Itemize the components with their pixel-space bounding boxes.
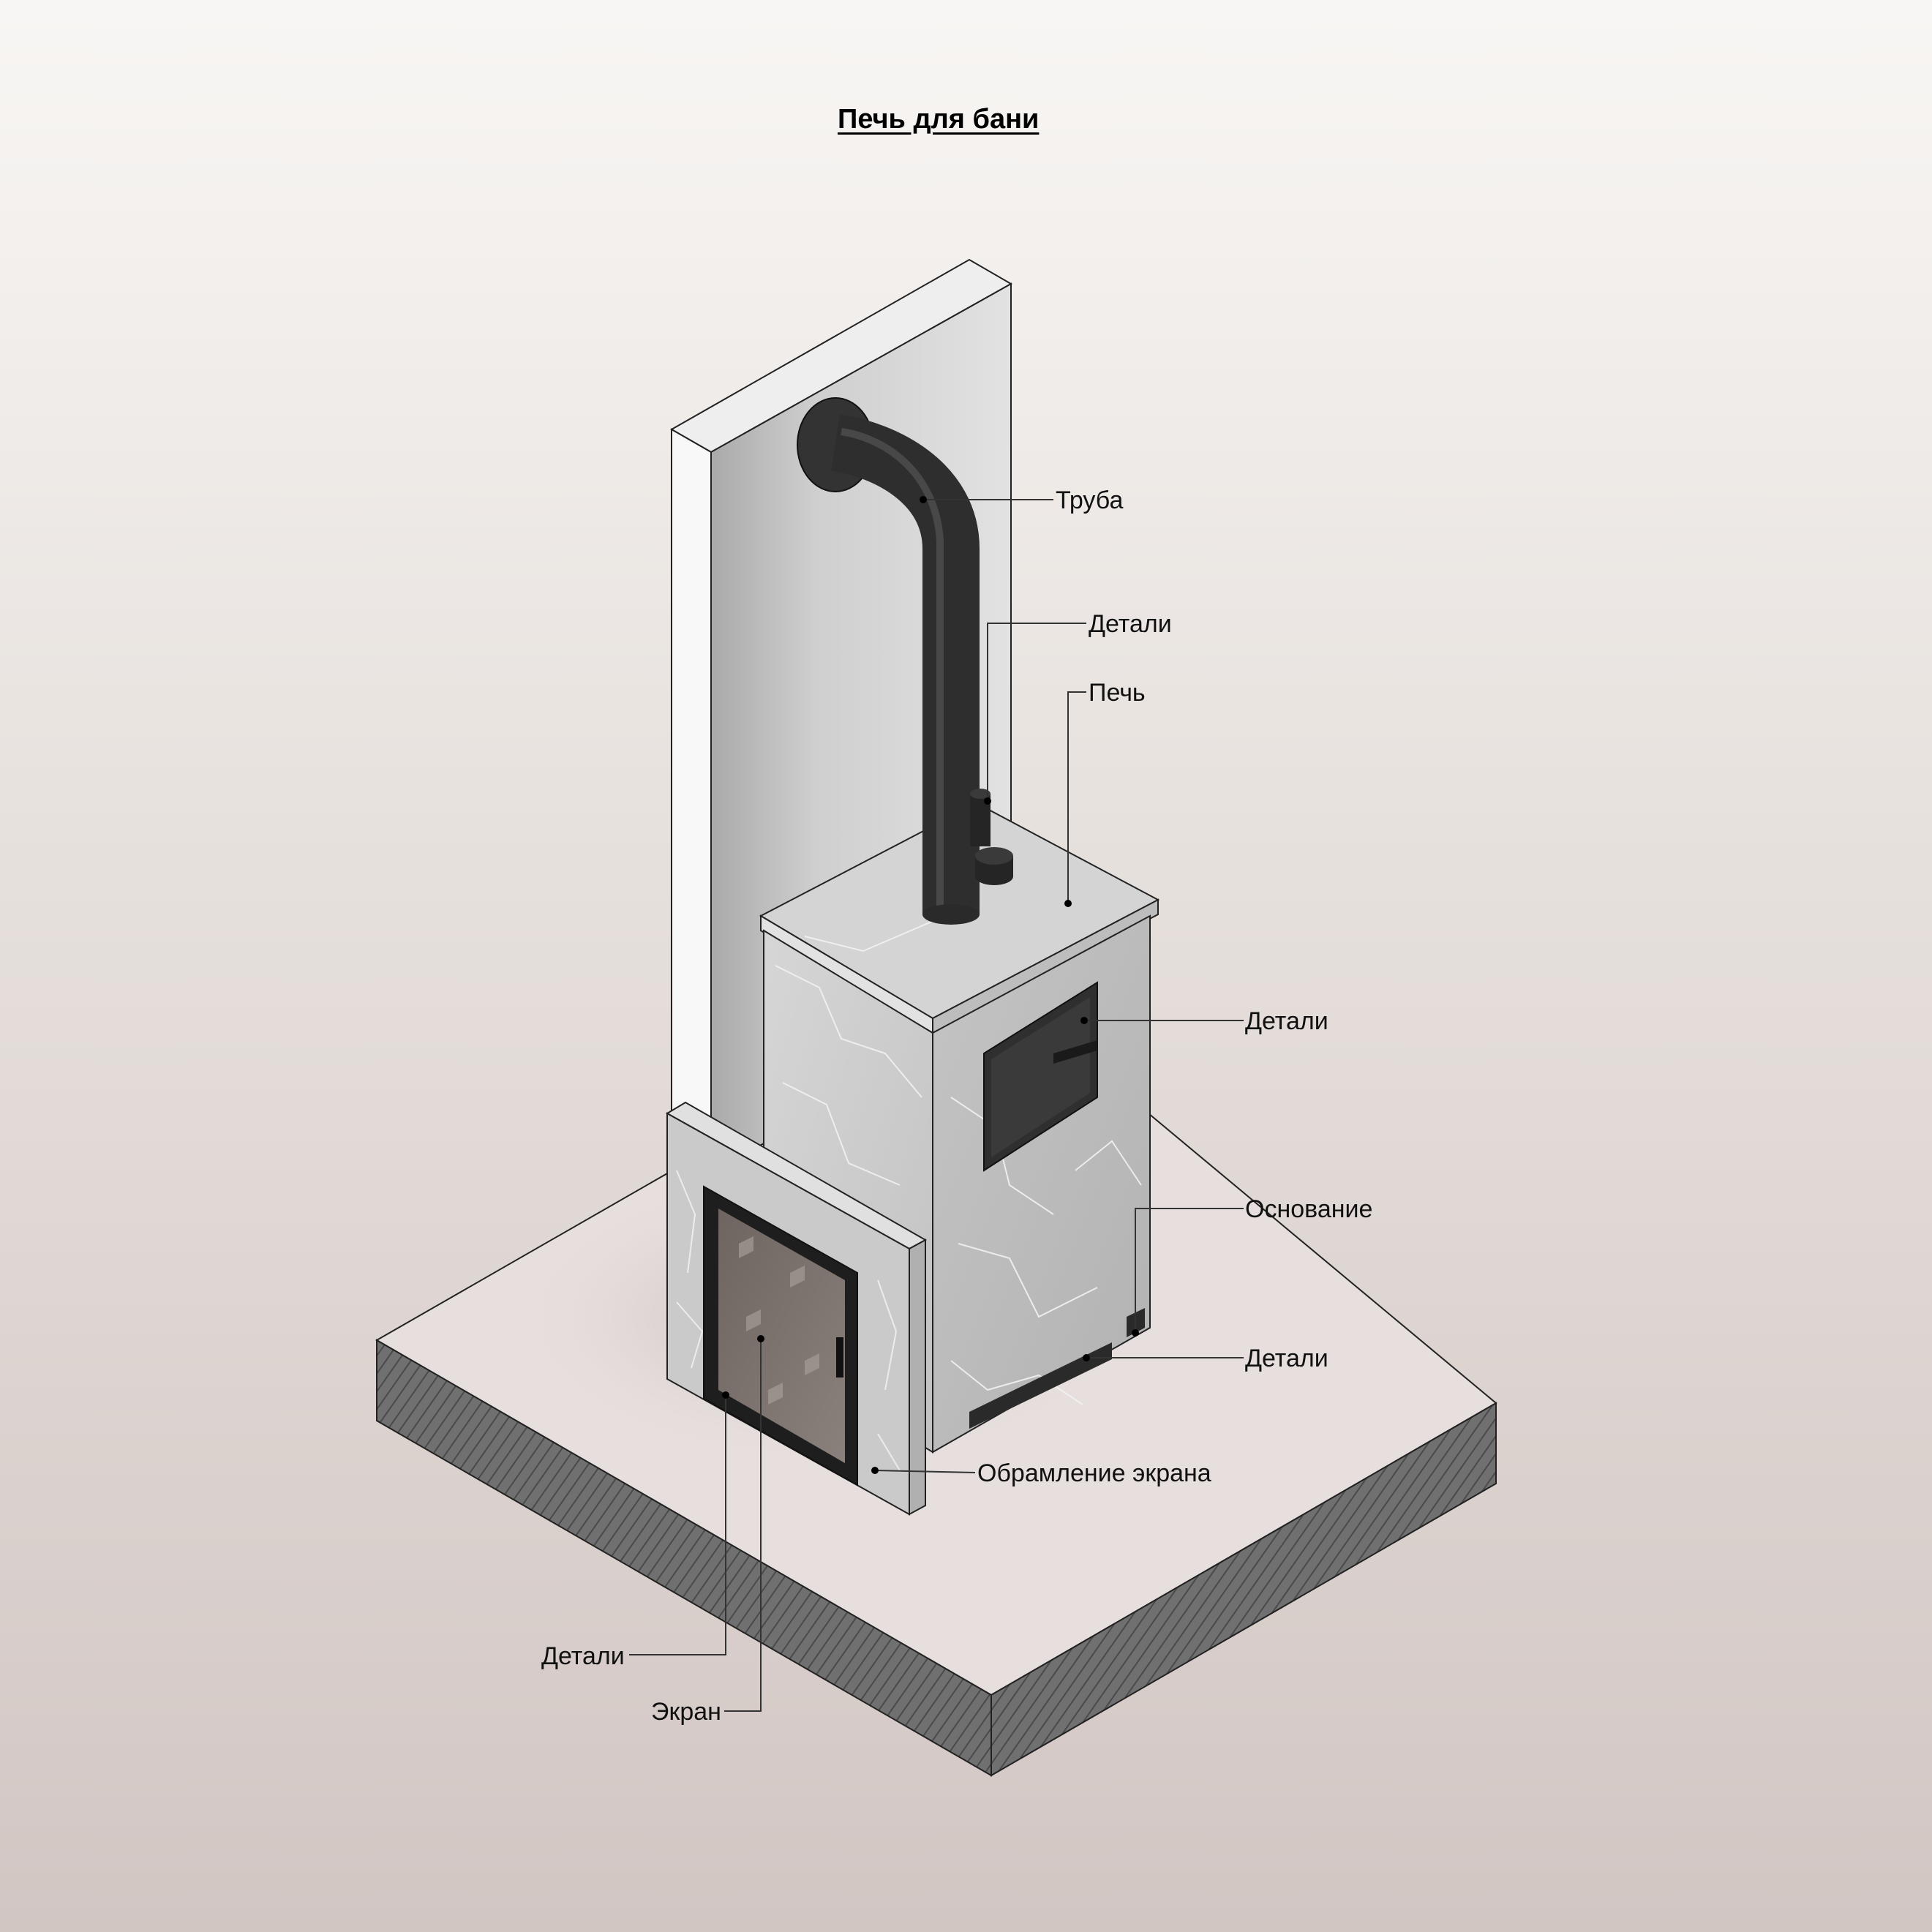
- small-chimney-top: [970, 789, 991, 799]
- pipe-base-collar: [922, 904, 980, 925]
- stove-top-slab-side: [932, 898, 1159, 1034]
- stove-door: [983, 981, 1098, 1172]
- leader-lines: [629, 499, 1244, 1712]
- leader-dots: [722, 496, 1139, 1474]
- glass-reflections: [739, 1236, 819, 1405]
- leader-details-left: [629, 1395, 726, 1655]
- label-details-left: Детали: [541, 1642, 625, 1670]
- label-details-bottom: Детали: [1245, 1345, 1328, 1372]
- door-handle: [1053, 1040, 1097, 1064]
- leader-stove: [1067, 691, 1086, 903]
- leader-screen-frame: [874, 1470, 976, 1473]
- label-pipe: Труба: [1056, 486, 1124, 514]
- leader-screen: [724, 1339, 762, 1712]
- round-cap-top: [975, 847, 1013, 865]
- screen-handle: [836, 1337, 843, 1377]
- pipe-highlight: [841, 428, 944, 907]
- label-base: Основание: [1245, 1195, 1373, 1223]
- wall-side-edge: [671, 428, 712, 1172]
- label-details-top: Детали: [1089, 610, 1172, 638]
- label-stove: Печь: [1089, 679, 1146, 707]
- page-title: Печь для бани: [838, 104, 1040, 135]
- floor-right-side: [991, 1402, 1497, 1777]
- round-cap-bottom: [975, 868, 1013, 885]
- frame-side: [909, 1238, 926, 1516]
- base-dark-strip: [969, 1342, 1112, 1429]
- label-screen: Экран: [651, 1698, 721, 1726]
- screen-glass: [718, 1209, 845, 1463]
- leader-base: [1135, 1208, 1244, 1333]
- door-panel: [991, 997, 1090, 1157]
- label-screen-frame: Обрамление экрана: [977, 1459, 1211, 1487]
- screen-door: [703, 1185, 858, 1486]
- stove-top-details: [970, 789, 1013, 885]
- leader-details-top: [987, 623, 1086, 801]
- frame-texture: [676, 1170, 901, 1471]
- label-details-door: Детали: [1245, 1007, 1328, 1035]
- chimney-pipe: [797, 397, 980, 925]
